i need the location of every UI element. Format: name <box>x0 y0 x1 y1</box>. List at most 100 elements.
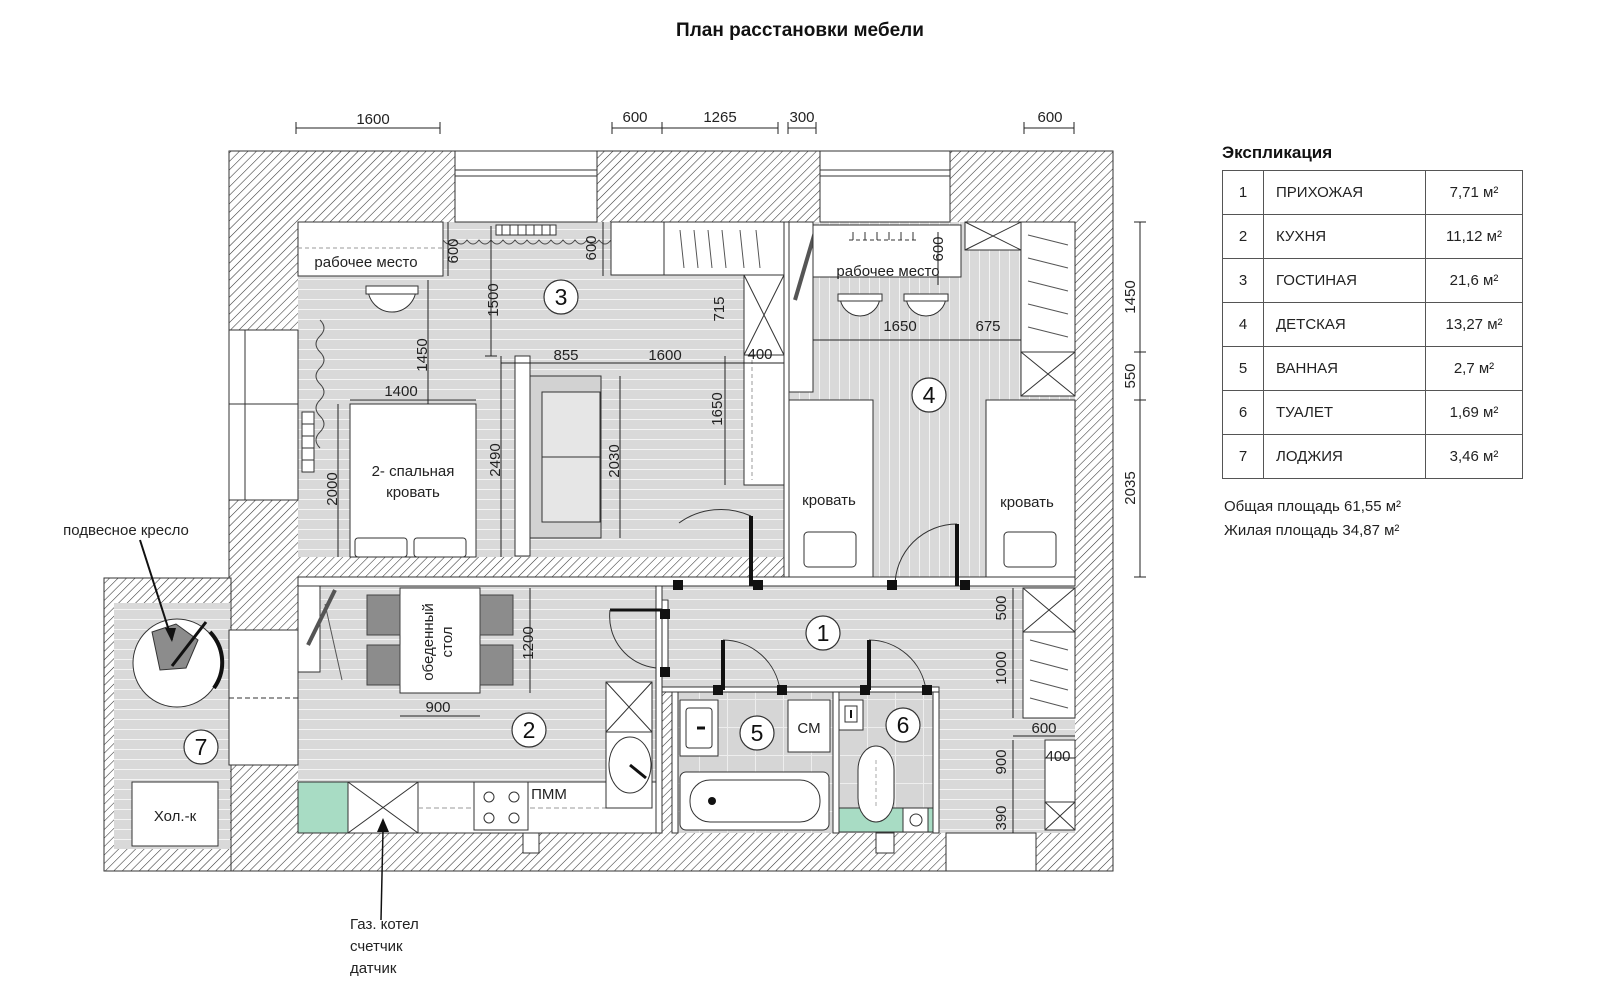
table-row: 3 ГОСТИНАЯ 21,6 м² <box>1222 258 1523 303</box>
room-area: 13,27 м² <box>1425 302 1523 347</box>
explication-title: Экспликация <box>1222 143 1333 162</box>
dim-1000: 1000 <box>993 651 1010 684</box>
row-number: 1 <box>1222 170 1264 215</box>
dim-1600-sofa: 1600 <box>648 347 681 364</box>
bathroom-fixtures <box>679 699 831 831</box>
label-workplace-kids: рабочее место <box>836 263 939 280</box>
dim-1650-v: 1650 <box>709 392 726 425</box>
dim-top-600b: 600 <box>1037 109 1062 126</box>
room-name: ГОСТИНАЯ <box>1263 258 1426 303</box>
label-workplace-living: рабочее место <box>314 254 417 271</box>
dim-shelf-600: 600 <box>583 235 600 260</box>
dim-top-1600: 1600 <box>356 111 389 128</box>
room-area: 21,6 м² <box>1425 258 1523 303</box>
dim-855: 855 <box>553 347 578 364</box>
table-row: 4 ДЕТСКАЯ 13,27 м² <box>1222 302 1523 347</box>
room-area: 11,12 м² <box>1425 214 1523 259</box>
label-boiler-1: Газ. котел <box>350 916 419 933</box>
dim-hall-600: 600 <box>1031 720 1056 737</box>
dim-top-300: 300 <box>789 109 814 126</box>
table-row: 2 КУХНЯ 11,12 м² <box>1222 214 1523 259</box>
label-fridge: Хол.-к <box>154 808 197 825</box>
row-number: 2 <box>1222 214 1264 259</box>
dim-675: 675 <box>975 318 1000 335</box>
room-name: КУХНЯ <box>1263 214 1426 259</box>
wc-fixtures <box>838 699 934 854</box>
dim-hall-400: 400 <box>1045 748 1070 765</box>
room-number-7: 7 <box>195 734 208 760</box>
dim-1500: 1500 <box>485 283 502 316</box>
label-bed-left: кровать <box>802 492 856 509</box>
room-area: 7,71 м² <box>1425 170 1523 215</box>
dim-500: 500 <box>993 595 1010 620</box>
total-area: Общая площадь 61,55 м² <box>1224 498 1402 515</box>
room-number-1: 1 <box>817 620 830 646</box>
room-number-4: 4 <box>923 382 936 408</box>
room-name: ПРИХОЖАЯ <box>1263 170 1426 215</box>
windows <box>228 150 1037 872</box>
row-number: 6 <box>1222 390 1264 435</box>
hall-furniture <box>609 580 1076 831</box>
interior-walls <box>297 221 1076 834</box>
label-boiler-2: счетчик <box>350 938 403 955</box>
area-totals: Общая площадь 61,55 м² Жилая площадь 34,… <box>1224 495 1401 543</box>
dim-1400: 1400 <box>384 383 417 400</box>
dim-kids-600: 600 <box>930 236 947 261</box>
dim-390: 390 <box>993 805 1010 830</box>
table-row: 7 ЛОДЖИЯ 3,46 м² <box>1222 434 1523 479</box>
dim-desk-600: 600 <box>445 238 462 263</box>
room-area: 3,46 м² <box>1425 434 1523 479</box>
dim-right-2035: 2035 <box>1122 471 1139 504</box>
dim-400-top: 400 <box>747 346 772 363</box>
room-name: ЛОДЖИЯ <box>1263 434 1426 479</box>
dim-right-1450: 1450 <box>1122 280 1139 313</box>
row-number: 3 <box>1222 258 1264 303</box>
dimension-lines <box>295 122 1146 833</box>
room-area: 1,69 м² <box>1425 390 1523 435</box>
dim-715: 715 <box>711 296 728 321</box>
dim-2490: 2490 <box>487 443 504 476</box>
table-row: 5 ВАННАЯ 2,7 м² <box>1222 346 1523 391</box>
room-name: ТУАЛЕТ <box>1263 390 1426 435</box>
room-number-5: 5 <box>751 720 764 746</box>
dim-1650-h: 1650 <box>883 318 916 335</box>
boiler-pointer <box>377 818 389 921</box>
dim-2000: 2000 <box>324 472 341 505</box>
label-dining-1: обеденный <box>420 603 437 681</box>
dim-right-550: 550 <box>1122 363 1139 388</box>
room-markers <box>183 279 947 765</box>
row-number: 5 <box>1222 346 1264 391</box>
label-boiler-3: датчик <box>350 960 397 977</box>
kitchen-furniture <box>297 585 657 854</box>
dim-2030: 2030 <box>606 444 623 477</box>
dim-900-table: 900 <box>425 699 450 716</box>
dim-top-600a: 600 <box>622 109 647 126</box>
room-number-6: 6 <box>897 712 910 738</box>
room-area: 2,7 м² <box>1425 346 1523 391</box>
dim-1450: 1450 <box>414 338 431 371</box>
dim-top-1265: 1265 <box>703 109 736 126</box>
label-dishwasher: ПММ <box>531 786 567 803</box>
label-hanging-chair: подвесное кресло <box>63 522 189 539</box>
plan-title: План расстановки мебели <box>676 20 924 41</box>
table-row: 6 ТУАЛЕТ 1,69 м² <box>1222 390 1523 435</box>
explication-table: 1 ПРИХОЖАЯ 7,71 м² 2 КУХНЯ 11,12 м² 3 ГО… <box>1222 170 1523 479</box>
room-name: ВАННАЯ <box>1263 346 1426 391</box>
loggia-furniture <box>131 539 225 847</box>
living-area: Жилая площадь 34,87 м² <box>1224 522 1400 539</box>
living-room-furniture <box>297 221 785 586</box>
label-dining-2: стол <box>439 627 456 658</box>
room-number-3: 3 <box>555 284 568 310</box>
room-name: ДЕТСКАЯ <box>1263 302 1426 347</box>
row-number: 7 <box>1222 434 1264 479</box>
dim-hall-900: 900 <box>993 749 1010 774</box>
label-bed-right: кровать <box>1000 494 1054 511</box>
label-double-bed-1: 2- спальная <box>372 463 455 480</box>
table-row: 1 ПРИХОЖАЯ 7,71 м² <box>1222 170 1523 215</box>
dim-1200: 1200 <box>520 626 537 659</box>
row-number: 4 <box>1222 302 1264 347</box>
label-washer: СМ <box>797 720 820 737</box>
label-double-bed-2: кровать <box>386 484 440 501</box>
